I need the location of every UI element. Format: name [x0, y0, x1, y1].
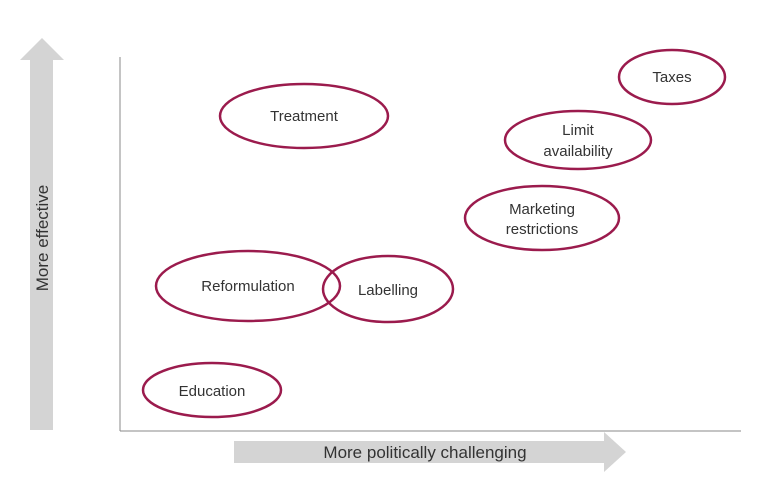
ellipse-treatment	[218, 82, 390, 150]
y-axis-arrow	[20, 38, 64, 430]
ellipse-marketing-restrictions	[463, 184, 621, 252]
label-limit-availability-line1: Limit	[562, 122, 595, 139]
label-taxes: Taxes	[652, 69, 691, 86]
y-axis-label: More effective	[33, 185, 52, 291]
label-reformulation: Reformulation	[201, 278, 294, 295]
ellipse-labelling	[321, 254, 455, 324]
ellipse-limit-availability	[503, 109, 653, 171]
label-marketing-restrictions-line2: restrictions	[506, 221, 579, 238]
ellipse-reformulation	[154, 249, 342, 323]
x-axis-label: More politically challenging	[323, 443, 526, 462]
ellipse-taxes	[617, 48, 727, 106]
x-axis-arrow	[234, 432, 626, 472]
label-marketing-restrictions-line1: Marketing	[509, 201, 575, 218]
label-labelling: Labelling	[358, 282, 418, 299]
label-treatment: Treatment	[270, 108, 339, 125]
label-limit-availability-line2: availability	[543, 143, 613, 160]
ellipse-education	[141, 361, 283, 419]
label-education: Education	[179, 383, 246, 400]
